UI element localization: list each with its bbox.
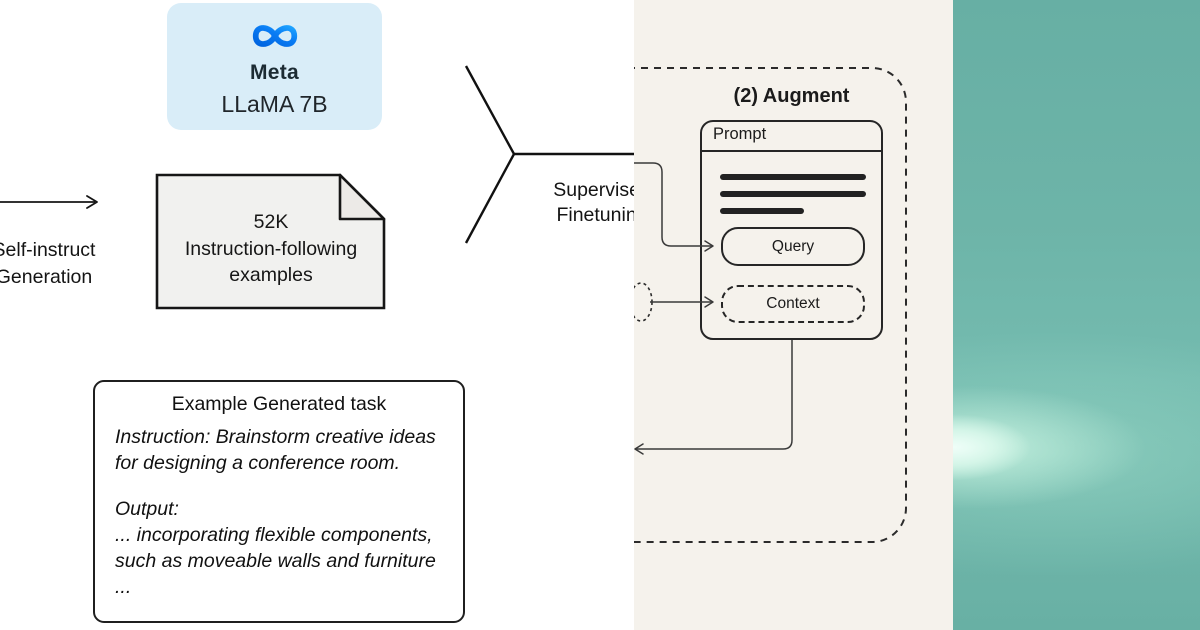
output-body: ... incorporating flexible components, s… xyxy=(115,523,436,598)
meta-wordmark: Meta xyxy=(249,61,300,84)
example-box-title: Example Generated task xyxy=(171,393,387,415)
prompt-text-line-bar xyxy=(720,191,866,197)
doc-line-2: Instruction-following xyxy=(184,237,358,260)
output-label: Output: xyxy=(115,497,179,520)
prompt-box-title: Prompt xyxy=(702,122,881,152)
model-name-label: LLaMA 7B xyxy=(221,91,328,117)
doc-line-1: 52K xyxy=(253,211,289,233)
example-output-text: Output: ... incorporating flexible compo… xyxy=(115,496,449,600)
document-note-icon xyxy=(155,173,386,310)
self-instruct-line: Self-instruct xyxy=(0,239,96,261)
context-box: Context xyxy=(721,285,865,323)
clipped-dashed-node xyxy=(634,282,653,322)
finetuning-line: Finetuning xyxy=(556,204,648,226)
self-instruct-generation-label: Self-instruct Generation xyxy=(0,237,110,290)
document-note-label: 52K Instruction-following examples xyxy=(155,209,387,289)
prompt-text-line-bar xyxy=(720,174,866,180)
prompt-box: Prompt Query Context xyxy=(700,120,883,340)
pipeline-left-section: Meta LLaMA 7B Self-instruct Generation 5… xyxy=(0,3,651,623)
prompt-text-line-bar xyxy=(720,208,804,214)
connector-lines-left xyxy=(0,65,640,244)
meta-logo-icon xyxy=(252,25,297,47)
generation-line: Generation xyxy=(0,265,93,288)
query-box: Query xyxy=(721,227,865,266)
augment-panel: (2) Augment Prompt Query Context xyxy=(634,0,953,630)
doc-line-3: examples xyxy=(229,264,313,286)
augment-heading: (2) Augment xyxy=(733,85,850,107)
example-generated-task-box: Example Generated task Instruction: Brai… xyxy=(93,380,465,623)
example-instruction-text: Instruction: Brainstorm creative ideas f… xyxy=(115,426,436,474)
supervised-line: Supervised xyxy=(553,179,651,201)
teal-gradient-image xyxy=(953,0,1200,630)
supervised-finetuning-label: Supervised Finetuning xyxy=(550,178,654,228)
meta-llama-card: Meta LLaMA 7B xyxy=(167,3,382,130)
